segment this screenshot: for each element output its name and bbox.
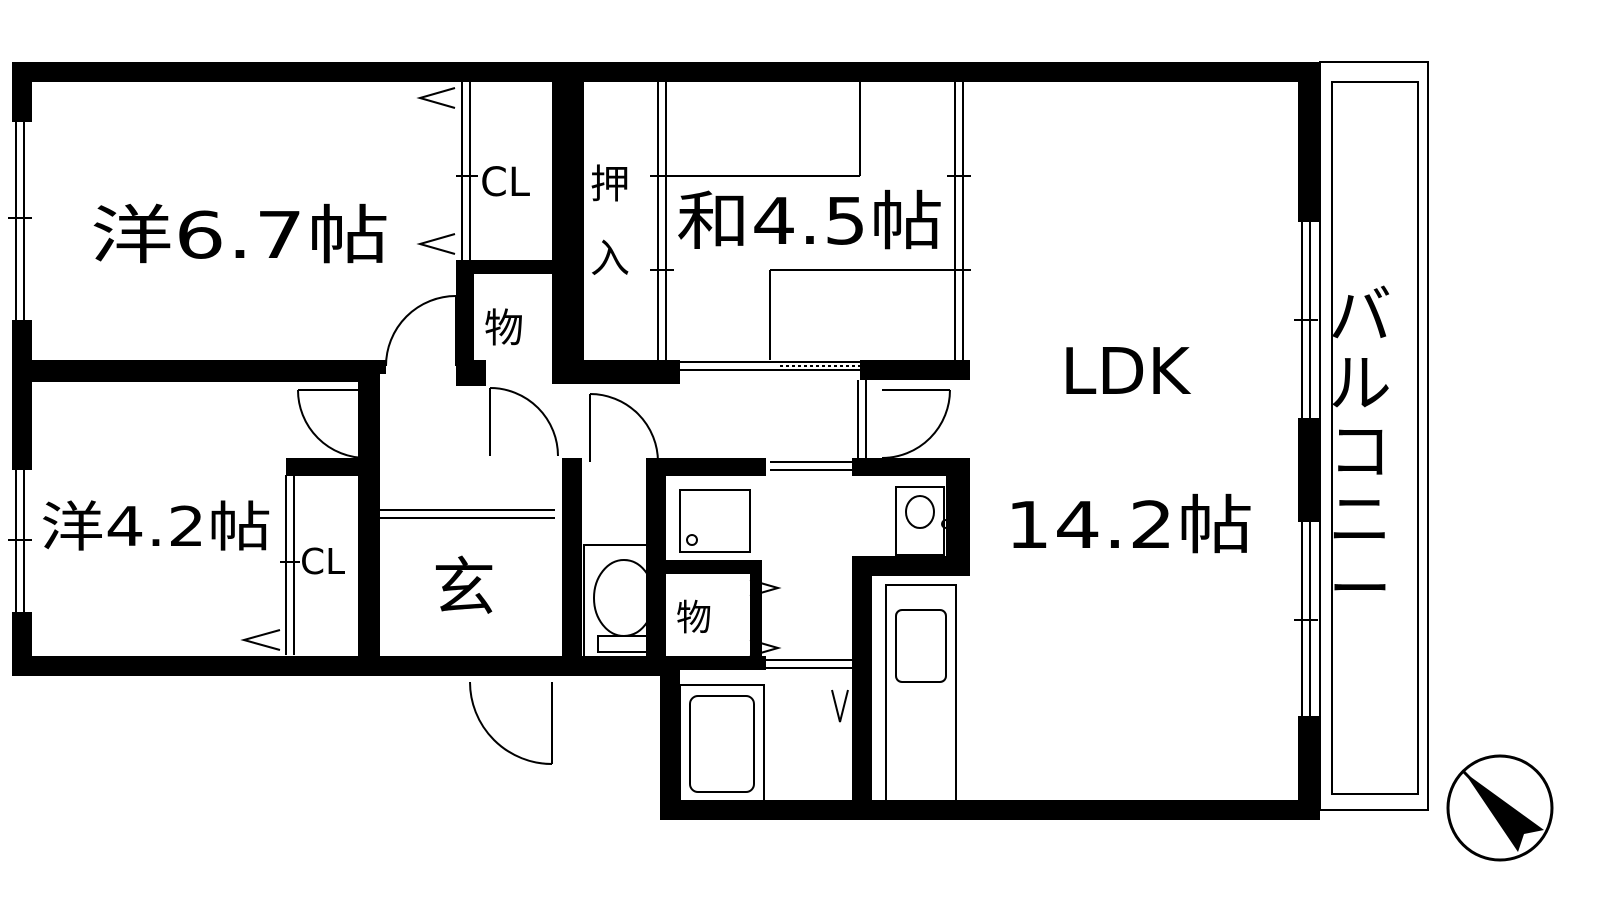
room-western-2: 洋4.2帖 — [40, 496, 272, 559]
room-ldk-name: LDK — [1060, 336, 1192, 410]
balcony-char: バ — [1328, 280, 1392, 354]
room-storage-2: 物 — [676, 598, 712, 639]
room-japanese: 和4.5帖 — [676, 186, 944, 260]
room-storage-1: 物 — [484, 306, 524, 352]
north-arrow-icon — [1446, 754, 1554, 862]
room-closet-1: CL — [480, 160, 531, 206]
room-closet-2: CL — [300, 542, 345, 583]
room-labels: 洋6.7帖 CL 物 押 入 和4.5帖 LDK 14.2帖 洋4.2帖 CL … — [40, 160, 1254, 639]
room-ldk-size: 14.2帖 — [1004, 490, 1254, 564]
walls — [12, 62, 1320, 820]
room-entrance: 玄 — [432, 552, 496, 626]
room-oshiire-bottom: 入 — [590, 236, 630, 282]
balcony-char: ー — [1328, 554, 1392, 628]
balcony-char: ル — [1328, 348, 1392, 422]
room-western-1: 洋6.7帖 — [90, 200, 390, 274]
balcony-label: バ ル コ ニ ー — [1328, 280, 1392, 628]
doors — [297, 295, 951, 765]
room-oshiire-top: 押 — [590, 162, 630, 208]
balcony-char: ニ — [1328, 484, 1392, 558]
balcony-char: コ — [1328, 416, 1392, 490]
